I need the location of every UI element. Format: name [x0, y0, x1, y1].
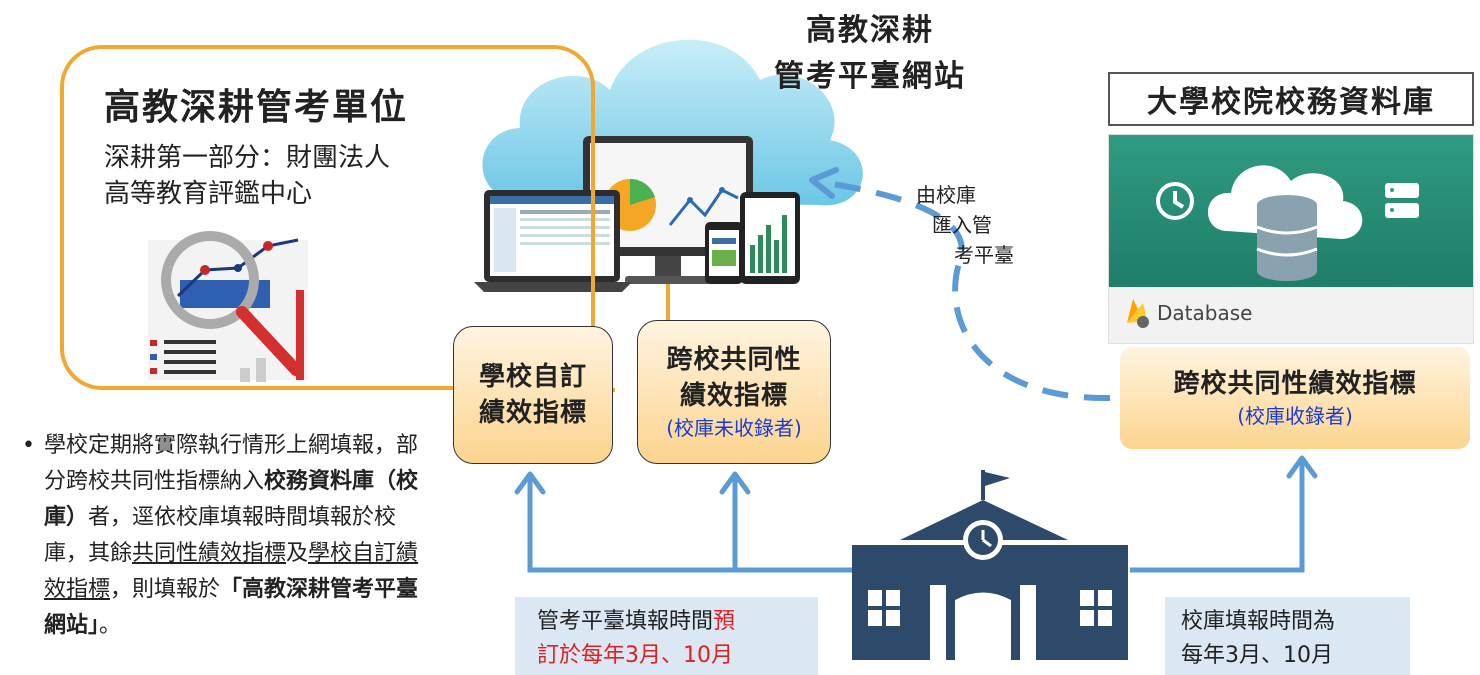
database-label: Database — [1157, 301, 1253, 325]
common-db-kpi-title: 跨校共同性績效指標 — [1173, 369, 1417, 399]
bullet-part7: ，則填報於 — [110, 577, 221, 602]
database-icon — [1207, 165, 1363, 281]
management-unit-sub-line1: 深耕第一部分：財團法人 — [104, 143, 391, 173]
school-self-kpi-line2: 績效指標 — [478, 398, 587, 428]
bullet-part9: 。 — [99, 613, 122, 638]
arrowhead-db — [1286, 455, 1318, 479]
common-kpi-line1: 跨校共同性 — [666, 345, 802, 375]
bullet-part6: 學校自訂績效指標 — [44, 541, 419, 602]
report-arrows — [527, 462, 1305, 573]
bullet-part8: 「高教深耕管考平臺網站」 — [44, 577, 419, 638]
db-time-note: 校庫填報時間為 每年3月、10月 — [1165, 597, 1410, 675]
import-label-line1: 由校庫 — [916, 183, 976, 207]
school-self-kpi-line1: 學校自訂 — [478, 362, 587, 392]
bullet-part1: 學校定期將實際執行情形上網填報，部分跨校共同性指標納入 — [44, 433, 419, 494]
bullet-paragraph: 學校定期將實際執行情形上網填報，部分跨校共同性指標納入校務資料庫（校庫）者，逕依… — [44, 428, 428, 644]
db-time-line1: 校庫填報時間為 — [1181, 609, 1336, 634]
import-label-line3: 考平臺 — [954, 243, 1014, 267]
common-kpi-box: 跨校共同性 績效指標 (校庫未收錄者) — [637, 320, 831, 464]
common-db-kpi-box: 跨校共同性績效指標 (校庫收錄者) — [1120, 347, 1470, 449]
school-self-kpi-box: 學校自訂 績效指標 — [453, 326, 613, 464]
arrowhead-common — [719, 471, 751, 495]
platform-title-line1: 高教深耕 — [806, 13, 934, 48]
management-unit-subtitle: 深耕第一部分：財團法人 高等教育評鑑中心 — [104, 140, 390, 212]
management-unit-sub-line2: 高等教育評鑑中心 — [104, 179, 313, 209]
chart-magnifier-icon — [148, 231, 308, 382]
school-building-icon — [852, 470, 1128, 660]
common-db-kpi-note: (校庫收錄者) — [1237, 404, 1353, 428]
database-panel: Database — [1108, 134, 1474, 344]
platform-time-note: 管考平臺填報時間預訂於每年3月、10月 — [515, 597, 818, 675]
platform-title: 高教深耕 管考平臺網站 — [750, 8, 990, 100]
bullet-part2: 校務資料庫（校庫） — [44, 469, 419, 530]
bullet-part3: 者，逕依校庫填報時間填報於校庫，其餘 — [44, 505, 397, 566]
db-time-line2: 每年3月、10月 — [1181, 643, 1333, 668]
import-arrowhead — [809, 167, 839, 199]
clock-icon — [1156, 182, 1194, 220]
arrowhead-self — [514, 471, 546, 495]
platform-time-a: 管考平臺填報時間 — [537, 609, 714, 634]
platform-time-b: 預 — [713, 609, 736, 634]
platform-title-line2: 管考平臺網站 — [774, 59, 966, 94]
database-title: 大學校院校務資料庫 — [1108, 72, 1474, 126]
bullet-part4: 共同性績效指標 — [132, 541, 287, 566]
bullet-dot: • — [22, 433, 35, 458]
import-label: 由校庫 匯入管 考平臺 — [916, 180, 1014, 270]
common-kpi-line2: 績效指標 — [679, 381, 788, 411]
firebase-icon — [1127, 299, 1149, 328]
platform-time-c: 訂於每年3月、10月 — [537, 643, 733, 668]
server-icon — [1385, 183, 1419, 218]
import-label-line2: 匯入管 — [932, 213, 992, 237]
management-unit-box — [60, 45, 595, 390]
common-kpi-note: (校庫未收錄者) — [666, 416, 802, 440]
import-dashed-arrow — [819, 179, 1111, 402]
database-banner — [1109, 135, 1473, 287]
management-unit-title: 高教深耕管考單位 — [104, 87, 409, 128]
bullet-part5: 及 — [286, 541, 309, 566]
